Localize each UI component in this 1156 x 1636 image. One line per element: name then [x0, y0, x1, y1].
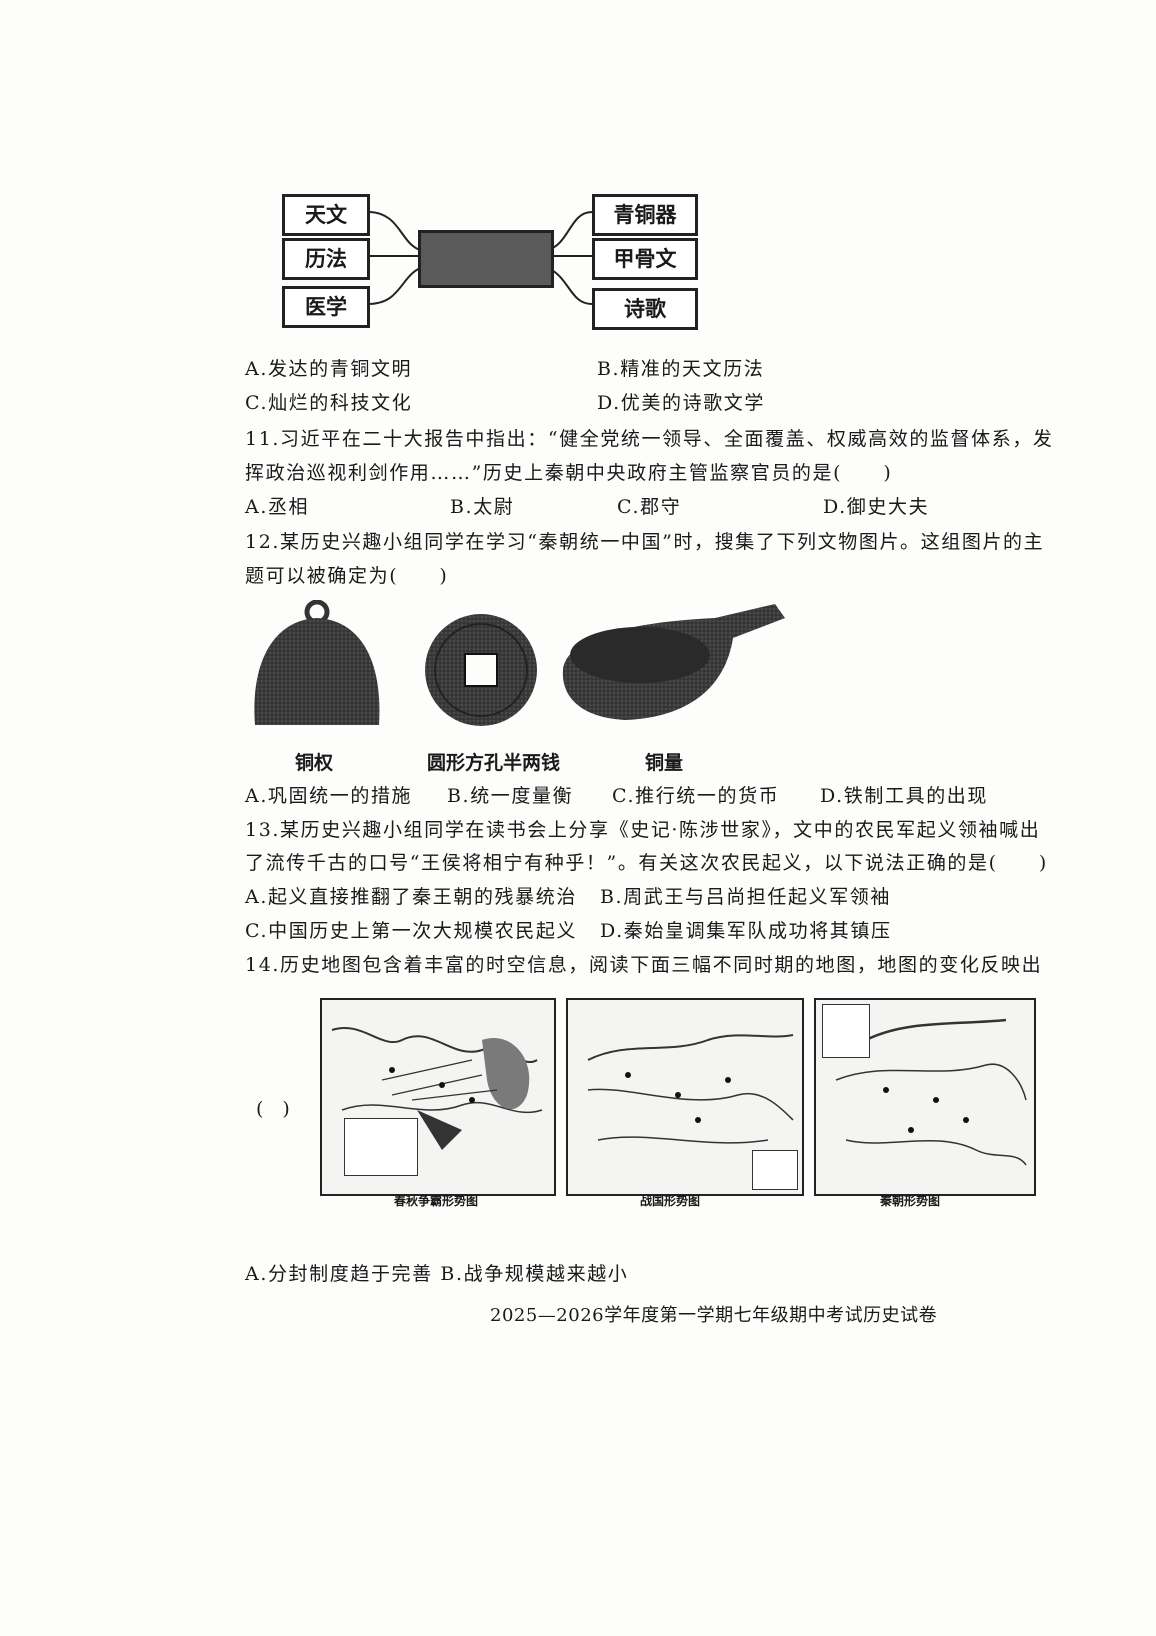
map2-legend: [752, 1150, 798, 1190]
q12-stem-line2: 题可以被确定为( ): [245, 565, 449, 587]
map-warring-states-drawing: [587, 1034, 794, 1144]
q12-option-a[interactable]: A.巩固统一的措施: [245, 785, 413, 807]
q11-stem-line1: 11.习近平在二十大报告中指出：“健全党统一领导、全面覆盖、权威高效的监督体系，…: [245, 428, 1054, 450]
map-spring-autumn: [320, 998, 556, 1196]
q13-stem-line2: 了流传千古的口号“王侯将相宁有种乎！”。有关这次农民起义，以下说法正确的是( ): [245, 852, 1048, 874]
map-qin-dynasty: [814, 998, 1036, 1196]
map-warring-states: [566, 998, 804, 1196]
q11-stem-line2: 挥政治巡视利剑作用……”历史上秦朝中央政府主管监察官员的是( ): [245, 462, 893, 484]
artifact-illustrations: [254, 600, 785, 726]
box-qingtongqi: 青铜器: [592, 194, 698, 236]
q14-answer-paren: ( ): [256, 1098, 290, 1120]
center-blank-box: [418, 230, 554, 288]
map3-legend: [822, 1004, 870, 1058]
box-tianwen: 天文: [282, 194, 370, 236]
q10-option-c[interactable]: C.灿烂的科技文化: [245, 392, 413, 414]
q13-option-c[interactable]: C.中国历史上第一次大规模农民起义: [245, 920, 578, 942]
q11-option-b[interactable]: B.太尉: [450, 496, 515, 518]
q13-option-d[interactable]: D.秦始皇调集军队成功将其镇压: [600, 920, 892, 942]
map-title-warring-states: 战国形势图: [640, 1194, 701, 1208]
q12-option-d[interactable]: D.铁制工具的出现: [820, 785, 988, 807]
caption-bronze-measure: 铜量: [645, 752, 684, 774]
q13-stem-line1: 13.某历史兴趣小组同学在读书会上分享《史记·陈涉世家》，文中的农民军起义领袖喊…: [245, 819, 1041, 841]
q12-option-b[interactable]: B.统一度量衡: [447, 785, 574, 807]
page-footer: 2025—2026学年度第一学期七年级期中考试历史试卷: [490, 1305, 938, 1326]
q12-artifact-images: 铜权 圆形方孔半两钱 铜量: [245, 600, 815, 778]
box-shige: 诗歌: [592, 288, 698, 330]
q13-option-b[interactable]: B.周武王与吕尚担任起义军领袖: [600, 886, 892, 908]
caption-bronze-weight: 铜权: [295, 752, 334, 774]
box-yixue: 医学: [282, 286, 370, 328]
map1-legend: [344, 1118, 418, 1176]
q10-option-a[interactable]: A.发达的青铜文明: [245, 358, 413, 380]
q13-option-a[interactable]: A.起义直接推翻了秦王朝的残暴统治: [245, 886, 577, 908]
banliang-coin-image: [425, 614, 537, 726]
map-qin-dynasty-drawing: [835, 1018, 1027, 1166]
bronze-weight-image: [254, 600, 380, 725]
q14-stem-line1: 14.历史地图包含着丰富的时空信息，阅读下面三幅不同时期的地图，地图的变化反映出: [245, 954, 1043, 976]
box-jiaguwen: 甲骨文: [592, 238, 698, 280]
q11-option-d[interactable]: D.御史大夫: [823, 496, 930, 518]
map-title-qin-dynasty: 秦朝形势图: [880, 1194, 941, 1208]
q11-option-a[interactable]: A.丞相: [245, 496, 310, 518]
q10-diagram: 天文 历法 医学 青铜器 甲骨文 诗歌: [280, 188, 720, 348]
q14-options-ab[interactable]: A.分封制度趋于完善 B.战争规模越来越小: [245, 1263, 629, 1285]
caption-banliang-coin: 圆形方孔半两钱: [427, 752, 561, 774]
q12-stem-line1: 12.某历史兴趣小组同学在学习“秦朝统一中国”时，搜集了下列文物图片。这组图片的…: [245, 531, 1045, 553]
box-lifa: 历法: [282, 238, 370, 280]
q10-option-b[interactable]: B.精准的天文历法: [597, 358, 765, 380]
q10-option-d[interactable]: D.优美的诗歌文学: [597, 392, 765, 414]
q11-option-c[interactable]: C.郡守: [617, 496, 682, 518]
bronze-measure-image: [562, 604, 785, 720]
q12-option-c[interactable]: C.推行统一的货币: [612, 785, 780, 807]
map-title-spring-autumn: 春秋争霸形势图: [394, 1194, 479, 1208]
map-spring-autumn-drawing: [331, 1027, 543, 1150]
